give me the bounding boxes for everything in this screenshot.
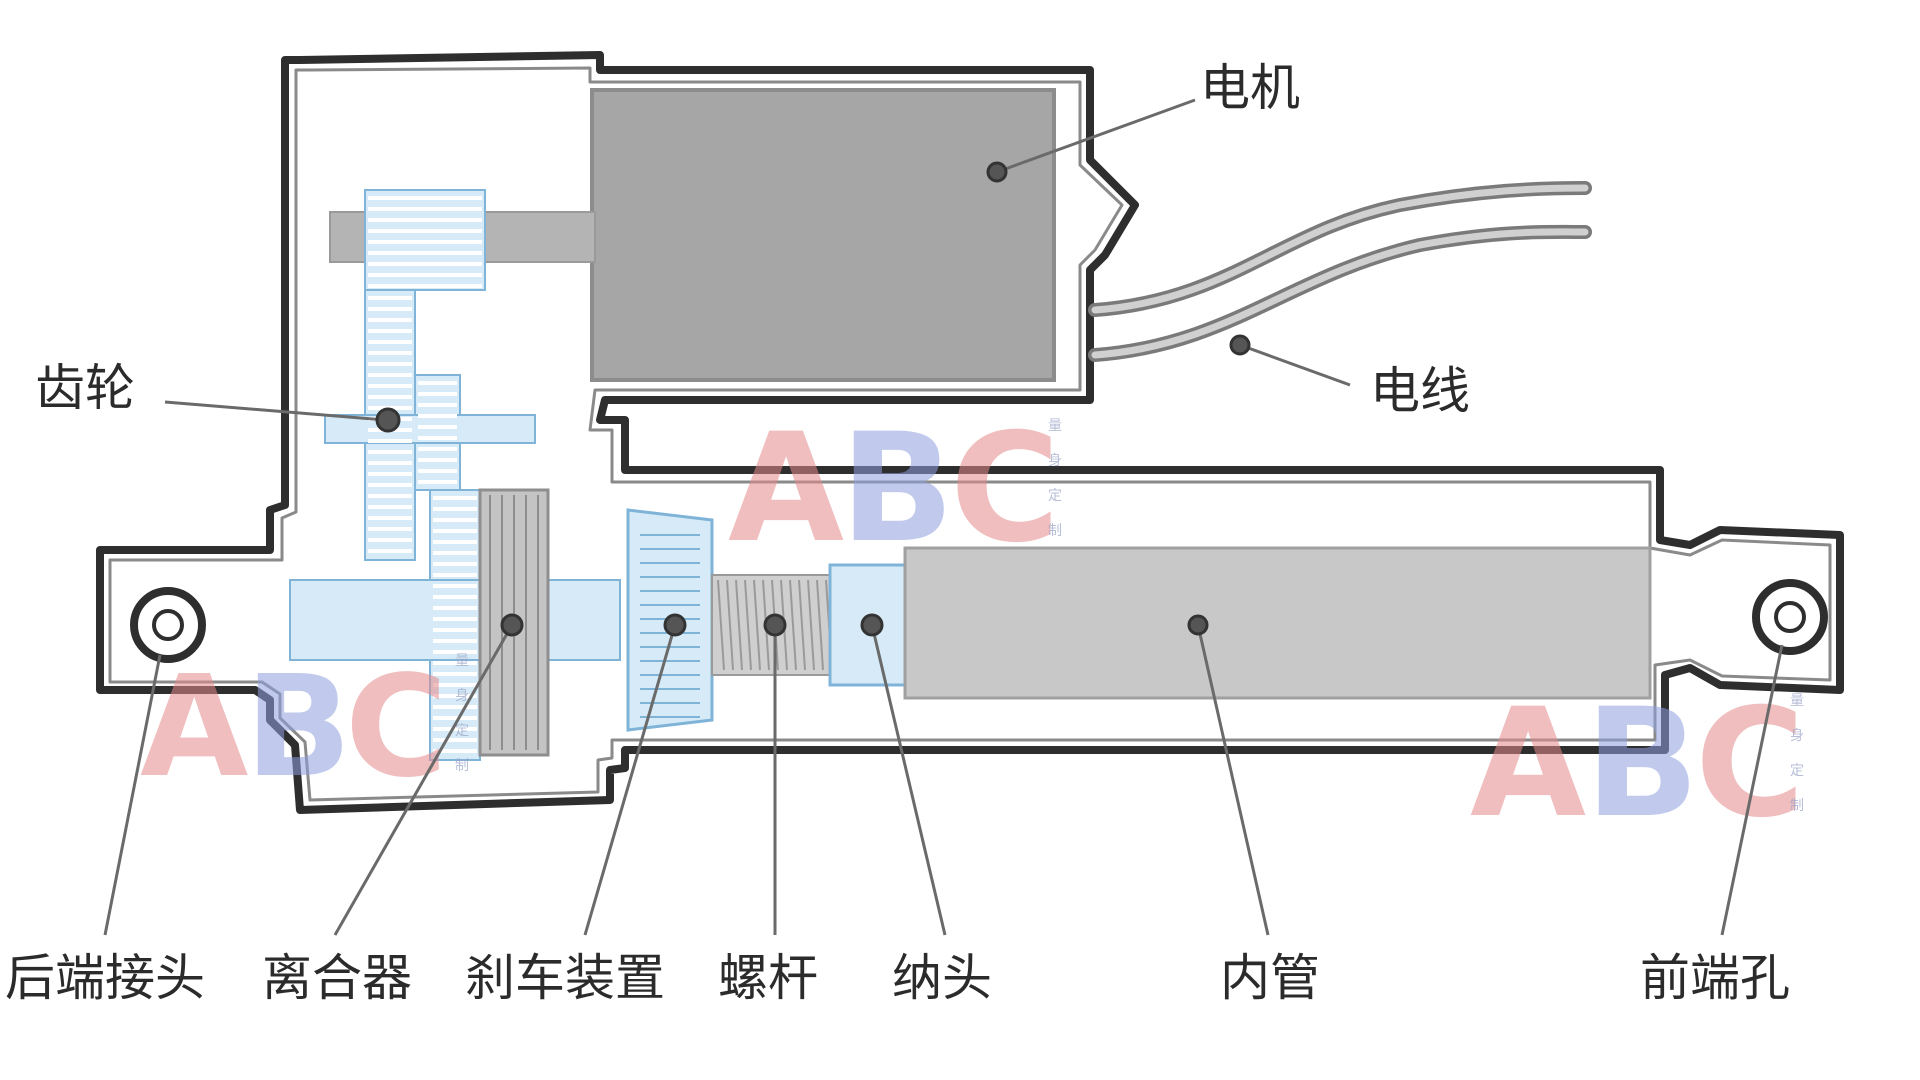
- rear-joint-hole: [152, 609, 184, 641]
- label-rear-joint: 后端接头: [5, 949, 205, 1007]
- dot-inner-tube: [1187, 614, 1209, 636]
- svg-text:制: 制: [1048, 523, 1062, 539]
- svg-text:量: 量: [455, 653, 469, 669]
- leader-front-hole: [1720, 644, 1784, 936]
- svg-text:身: 身: [1790, 728, 1804, 744]
- svg-text:制: 制: [1790, 798, 1804, 814]
- screw-thread: [816, 579, 824, 671]
- leader-brake: [583, 624, 677, 936]
- label-clutch: 离合器: [262, 949, 412, 1007]
- svg-text:B: B: [840, 402, 954, 576]
- svg-text:C: C: [950, 402, 1060, 576]
- svg-text:量: 量: [1048, 418, 1062, 434]
- leader-gear: [164, 400, 386, 422]
- leader-nut: [870, 624, 947, 936]
- svg-text:定: 定: [455, 723, 469, 739]
- label-motor: 电机: [1200, 59, 1300, 117]
- svg-text:量: 量: [1790, 693, 1804, 709]
- svg-text:定: 定: [1790, 763, 1804, 779]
- watermark-center: A B C 量 身 定 制: [728, 402, 1062, 576]
- svg-text:身: 身: [455, 688, 469, 704]
- svg-text:A: A: [140, 646, 248, 809]
- leader-clutch: [333, 624, 514, 936]
- dot-brake: [663, 613, 687, 637]
- dot-clutch: [500, 613, 524, 637]
- label-brake: 刹车装置: [465, 949, 665, 1007]
- motor-body: [590, 88, 1056, 382]
- label-screw: 螺杆: [718, 949, 818, 1007]
- gear-train: [289, 189, 621, 761]
- svg-text:C: C: [1695, 677, 1805, 851]
- leader-inner-tube: [1196, 624, 1270, 936]
- svg-text:A: A: [728, 402, 844, 576]
- svg-text:B: B: [1585, 677, 1699, 851]
- leader-rear-joint: [103, 654, 162, 936]
- dot-gear: [375, 407, 401, 433]
- svg-text:A: A: [1470, 677, 1586, 851]
- svg-text:C: C: [345, 646, 448, 809]
- dot-motor: [986, 161, 1008, 183]
- label-wire: 电线: [1370, 362, 1470, 420]
- screw-thread: [789, 579, 797, 671]
- dot-nut: [860, 613, 884, 637]
- screw-thread: [753, 579, 761, 671]
- label-inner-tube: 内管: [1220, 949, 1320, 1007]
- leader-motor: [996, 98, 1196, 174]
- gear-teeth: [368, 196, 482, 753]
- svg-text:身: 身: [1048, 453, 1062, 469]
- housing-inner-outline: [108, 66, 1832, 802]
- inner-tube: [903, 546, 1652, 700]
- label-front-hole: 前端孔: [1640, 949, 1790, 1007]
- watermark-left: A B C 量 身 定 制: [140, 646, 469, 809]
- screw-thread: [798, 579, 806, 671]
- screw-thread: [744, 579, 752, 671]
- dot-wire: [1229, 334, 1251, 356]
- screw-thread: [726, 579, 734, 671]
- watermark-right: A B C 量 身 定 制: [1470, 677, 1805, 851]
- label-gear: 齿轮: [35, 359, 135, 417]
- screw-thread: [807, 579, 815, 671]
- brake-lines: [640, 534, 700, 718]
- screw-thread: [717, 579, 725, 671]
- leader-wire: [1239, 343, 1351, 387]
- screw-threads: [717, 579, 833, 671]
- front-hole-hole: [1774, 601, 1806, 633]
- svg-text:定: 定: [1048, 488, 1062, 504]
- wire-upper: [1088, 181, 1592, 317]
- svg-text:B: B: [245, 646, 352, 809]
- dot-screw: [763, 613, 787, 637]
- wire-upper-inner: [1091, 184, 1589, 314]
- label-nut: 纳头: [892, 949, 992, 1007]
- wire-lower-inner: [1091, 228, 1589, 359]
- screw-thread: [735, 579, 743, 671]
- svg-text:制: 制: [455, 758, 469, 774]
